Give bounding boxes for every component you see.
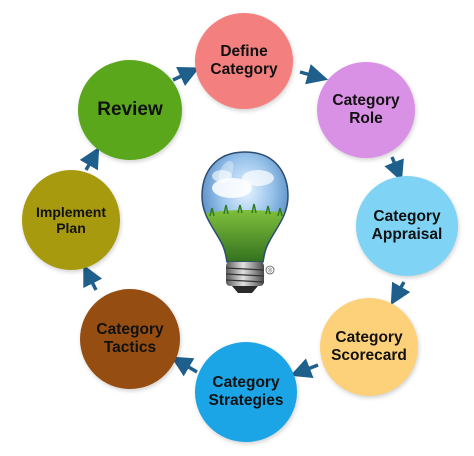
node-label: Category Appraisal — [371, 208, 443, 243]
node-implement-plan: Implement Plan — [22, 170, 120, 270]
node-label: Implement Plan — [35, 203, 106, 236]
arrow-implement-to-review — [79, 146, 100, 171]
arrow-review-to-define — [172, 66, 200, 86]
lightbulb-icon: ® — [201, 151, 289, 293]
node-label: Category Tactics — [96, 321, 164, 356]
arrow-tactics-to-implement — [83, 264, 103, 291]
node-category-tactics: Category Tactics — [80, 289, 180, 389]
node-review: Review — [78, 60, 182, 160]
node-label: Category Role — [332, 92, 400, 127]
node-define-category: Define Category — [195, 13, 293, 109]
arrow-strategies-to-tactics — [170, 356, 198, 377]
registered-mark: ® — [268, 268, 273, 275]
node-category-strategies: Category Strategies — [195, 342, 297, 442]
node-label: Category Strategies — [208, 374, 284, 409]
node-label: Category Scorecard — [331, 329, 407, 364]
arrow-scorecard-to-strategies — [290, 358, 319, 378]
node-label: Review — [97, 99, 163, 121]
node-category-appraisal: Category Appraisal — [356, 176, 458, 276]
arrow-define-to-role — [299, 64, 329, 85]
node-label: Define Category — [210, 43, 278, 78]
node-category-role: Category Role — [317, 62, 415, 158]
arrow-appraisal-to-scorecard — [390, 281, 411, 306]
node-category-scorecard: Category Scorecard — [320, 298, 418, 396]
arrow-role-to-appraisal — [384, 156, 404, 182]
